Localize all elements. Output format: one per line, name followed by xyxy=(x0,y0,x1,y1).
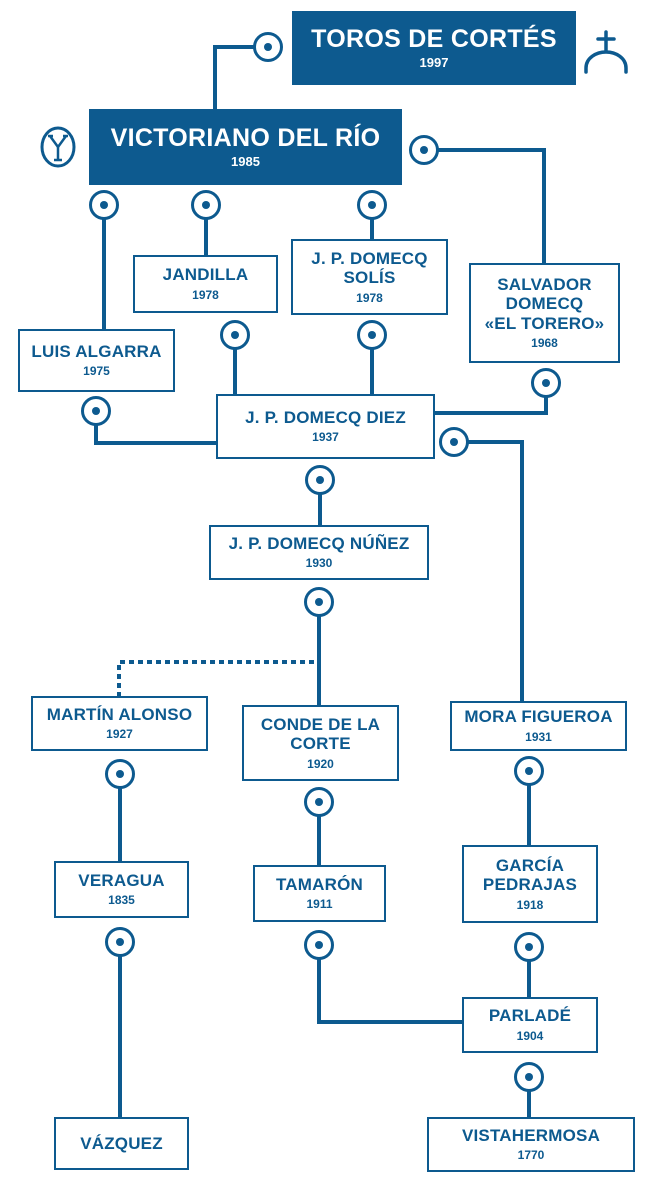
connector-dot-icon xyxy=(439,427,469,457)
node-martin-alonso: MARTÍN ALONSO 1927 xyxy=(31,696,208,751)
node-conde-de-la-corte: CONDE DE LA CORTE 1920 xyxy=(242,705,399,781)
node-jandilla: JANDILLA 1978 xyxy=(133,255,278,313)
connector-dot-icon xyxy=(304,930,334,960)
node-garcia-pedrajas: GARCÍA PEDRAJAS 1918 xyxy=(462,845,598,923)
node-vazquez: VÁZQUEZ xyxy=(54,1117,189,1170)
link-victoriano-salvador xyxy=(424,148,546,264)
node-year: 1968 xyxy=(531,336,558,351)
node-name: PARLADÉ xyxy=(488,1006,572,1026)
node-year: 1904 xyxy=(516,1028,544,1043)
node-year: 1978 xyxy=(192,287,219,302)
node-name: TOROS DE CORTÉS xyxy=(311,25,557,54)
node-year: 1927 xyxy=(106,727,133,742)
node-jp-domecq-diez: J. P. DOMECQ DIEZ 1937 xyxy=(216,394,435,459)
node-name: LUIS ALGARRA xyxy=(31,341,162,361)
link-tamaron-parlade xyxy=(317,945,463,1024)
node-year: 1835 xyxy=(108,893,135,908)
connector-dot-icon xyxy=(531,368,561,398)
node-vistahermosa: VISTAHERMOSA 1770 xyxy=(427,1117,635,1172)
connector-dot-icon xyxy=(81,396,111,426)
connector-dot-icon xyxy=(253,32,283,62)
node-name: SALVADOR DOMECQ «EL TORERO» xyxy=(484,274,605,333)
node-salvador-domecq: SALVADOR DOMECQ «EL TORERO» 1968 xyxy=(469,263,620,363)
connector-dot-icon xyxy=(305,465,335,495)
node-name: J. P. DOMECQ DIEZ xyxy=(245,407,406,427)
node-year: 1911 xyxy=(306,897,333,912)
node-year: 1931 xyxy=(525,729,552,744)
node-year: 1920 xyxy=(307,756,334,771)
node-name: JANDILLA xyxy=(162,265,249,285)
node-year: 1997 xyxy=(419,54,449,70)
node-name: TAMARÓN xyxy=(275,874,363,894)
connector-dot-icon xyxy=(304,587,334,617)
node-year: 1930 xyxy=(305,556,333,571)
connector-dot-icon xyxy=(89,190,119,220)
node-name: J. P. DOMECQ NÚÑEZ xyxy=(228,533,410,553)
connector-dot-icon xyxy=(514,1062,544,1092)
node-year: 1937 xyxy=(312,430,339,445)
node-year: 1978 xyxy=(356,290,383,305)
node-name: VERAGUA xyxy=(78,870,165,890)
node-name: J. P. DOMECQ SOLÍS xyxy=(311,248,428,288)
node-name: GARCÍA PEDRAJAS xyxy=(482,855,578,895)
node-year: 1975 xyxy=(83,364,110,379)
connector-dot-icon xyxy=(191,190,221,220)
node-name: MARTÍN ALONSO xyxy=(46,704,193,724)
link-diez-mora xyxy=(454,440,524,702)
node-mora-figueroa: MORA FIGUEROA 1931 xyxy=(450,701,627,751)
connector-dot-icon xyxy=(105,927,135,957)
connector-dot-icon xyxy=(409,135,439,165)
node-name: MORA FIGUEROA xyxy=(464,707,613,727)
node-veragua: VERAGUA 1835 xyxy=(54,861,189,918)
node-tamaron: TAMARÓN 1911 xyxy=(253,865,386,922)
connector-dot-icon xyxy=(514,932,544,962)
connector-dot-icon xyxy=(105,759,135,789)
node-parlade: PARLADÉ 1904 xyxy=(462,997,598,1053)
cross-horseshoe-brand-icon xyxy=(584,30,628,74)
node-jp-domecq-solis: J. P. DOMECQ SOLÍS 1978 xyxy=(291,239,448,315)
y-circle-brand-icon xyxy=(40,126,76,168)
node-name: VICTORIANO DEL RÍO xyxy=(110,124,381,153)
link-algarra-diez xyxy=(94,411,217,445)
connector-dot-icon xyxy=(220,320,250,350)
node-name: VÁZQUEZ xyxy=(80,1133,163,1153)
connector-dot-icon xyxy=(304,787,334,817)
node-name: VISTAHERMOSA xyxy=(461,1125,601,1145)
node-luis-algarra: LUIS ALGARRA 1975 xyxy=(18,329,175,392)
link-martin-nunez-dotted xyxy=(117,660,319,697)
node-year: 1985 xyxy=(231,153,260,169)
node-victoriano-del-rio: VICTORIANO DEL RÍO 1985 xyxy=(89,109,402,185)
node-name: CONDE DE LA CORTE xyxy=(260,714,381,754)
node-year: 1770 xyxy=(517,1148,545,1163)
link-salvador-diez xyxy=(435,383,548,415)
connector-dot-icon xyxy=(357,320,387,350)
node-year: 1918 xyxy=(516,897,544,912)
connector-dot-icon xyxy=(357,190,387,220)
node-jp-domecq-nunez: J. P. DOMECQ NÚÑEZ 1930 xyxy=(209,525,429,580)
node-toros-de-cortes: TOROS DE CORTÉS 1997 xyxy=(292,11,576,85)
link-cortes-victoriano xyxy=(213,45,268,110)
connector-dot-icon xyxy=(514,756,544,786)
